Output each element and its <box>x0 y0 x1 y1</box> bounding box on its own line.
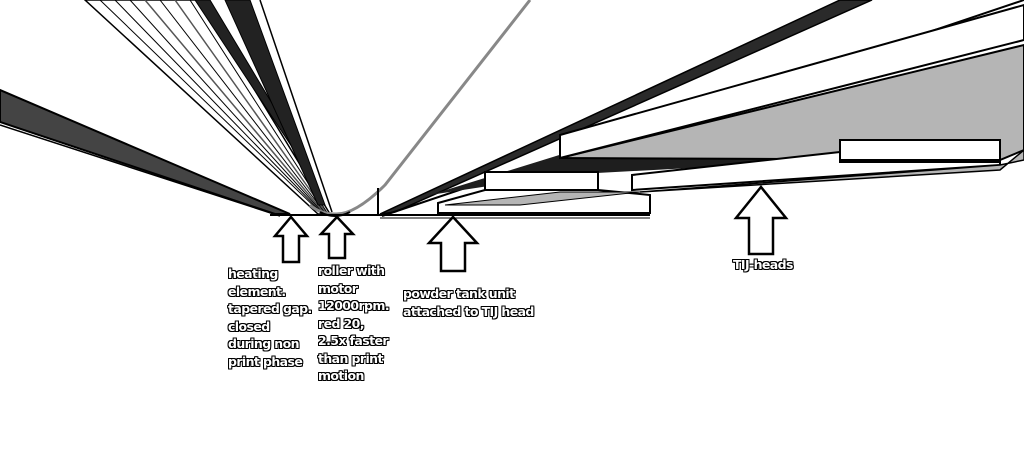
label-line: than print <box>318 350 383 366</box>
arrows <box>272 185 789 273</box>
arrow-up-icon <box>318 215 356 260</box>
label-tij-heads: TIJ-heads <box>733 256 793 274</box>
label-line: attached to TIJ head <box>403 303 534 319</box>
label-line: 12000rpm. <box>318 298 390 313</box>
powder-tank-box <box>484 171 599 191</box>
label-roller: roller with motor 12000rpm. red 20, 2.5x… <box>318 262 390 385</box>
tij-head-box <box>839 139 1001 161</box>
label-powder-tank: powder tank unit attached to TIJ head <box>403 285 534 320</box>
converging-lines <box>83 0 333 215</box>
label-line: roller with <box>318 263 385 278</box>
arrow-up-icon <box>272 215 310 264</box>
label-line: motion <box>318 368 364 383</box>
label-line: print phase <box>228 353 303 369</box>
label-line: tapered gap. <box>228 301 312 316</box>
arrow-up-icon <box>426 215 480 273</box>
label-line: motor <box>318 280 358 296</box>
label-line: TIJ-heads <box>733 257 793 272</box>
label-line: red 20, <box>318 315 364 331</box>
label-line: powder tank unit <box>403 286 515 301</box>
label-line: during non <box>228 336 299 351</box>
arrow-up-icon <box>733 185 789 256</box>
label-line: closed <box>228 318 270 334</box>
label-line: 2.5x faster <box>318 333 388 348</box>
label-heating-element: heating element. tapered gap. closed dur… <box>228 265 312 370</box>
label-line: heating <box>228 266 278 281</box>
label-line: element. <box>228 283 286 299</box>
